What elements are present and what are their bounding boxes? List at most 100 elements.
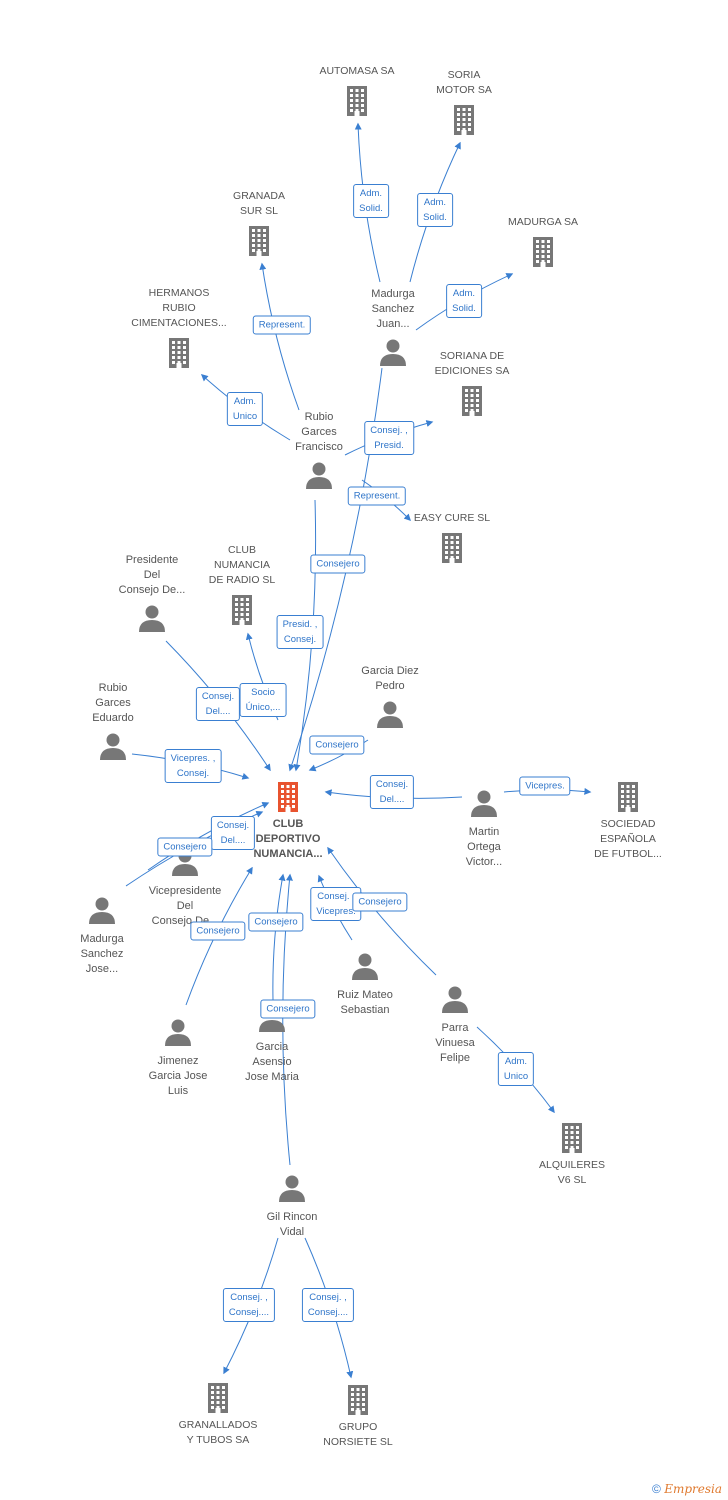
role-badge[interactable]: Vicepres. , Consej.	[164, 749, 222, 783]
role-badge[interactable]: Consejero	[157, 837, 213, 857]
role-badge[interactable]: Consej. Del....	[195, 687, 241, 721]
copyright-icon: ©	[652, 1482, 661, 1496]
node-label: SORIANA DE EDICIONES SA	[434, 350, 510, 377]
role-badge[interactable]: Adm. Solid.	[353, 184, 389, 218]
node-label: SOCIEDAD ESPAÑOLA DE FUTBOL...	[594, 818, 662, 860]
role-badge[interactable]: Vicepres.	[519, 776, 571, 796]
node-label: Garcia Asensio Jose Maria	[245, 1041, 299, 1083]
node-label: GRANADA SUR SL	[233, 190, 285, 217]
node-hermanos_rubio[interactable]: HERMANOS RUBIO CIMENTACIONES...	[109, 286, 249, 331]
role-badge[interactable]: Adm. Unico	[226, 392, 264, 426]
relation-edge-18	[272, 873, 286, 1001]
role-badge[interactable]: Presid. , Consej.	[276, 615, 324, 649]
person-icon-gil[interactable]	[277, 1174, 307, 1207]
person-icon-madurga_jose[interactable]	[87, 896, 117, 929]
building-icon-easy_cure[interactable]	[437, 532, 467, 569]
node-label: Presidente Del Consejo De...	[118, 554, 186, 596]
node-easy_cure[interactable]: EASY CURE SL	[382, 511, 522, 526]
person-icon-jimenez[interactable]	[163, 1018, 193, 1051]
node-norsiete[interactable]: GRUPO NORSIETE SL	[288, 1420, 428, 1450]
role-badge[interactable]: Consej. Del....	[369, 775, 415, 809]
role-badge[interactable]: Represent.	[252, 315, 312, 335]
person-icon-parra[interactable]	[440, 985, 470, 1018]
relation-edge-16	[147, 802, 270, 871]
building-icon-radio[interactable]	[227, 594, 257, 631]
building-icon-sociedad_esp[interactable]	[613, 781, 643, 818]
node-ruiz[interactable]: Ruiz Mateo Sebastian	[295, 988, 435, 1018]
person-icon-garcia_diez[interactable]	[375, 700, 405, 733]
node-madurga_sa[interactable]: MADURGA SA	[473, 215, 613, 230]
person-icon-martin[interactable]	[469, 789, 499, 822]
node-martin[interactable]: Martin Ortega Victor...	[414, 825, 554, 870]
person-icon-madurga_juan[interactable]	[378, 338, 408, 371]
role-badge[interactable]: Socio Único,...	[239, 683, 287, 717]
role-badge[interactable]: Consejero	[190, 921, 246, 941]
node-madurga_juan[interactable]: Madurga Sanchez Juan...	[323, 287, 463, 332]
node-label: Madurga Sanchez Juan...	[371, 288, 415, 330]
node-alquileres[interactable]: ALQUILERES V6 SL	[502, 1158, 642, 1188]
node-jimenez[interactable]: Jimenez Garcia Jose Luis	[108, 1054, 248, 1099]
node-gil[interactable]: Gil Rincon Vidal	[222, 1210, 362, 1240]
node-granada_sur[interactable]: GRANADA SUR SL	[189, 189, 329, 219]
node-parra[interactable]: Parra Vinuesa Felipe	[385, 1021, 525, 1066]
node-garcia_asensio[interactable]: Garcia Asensio Jose Maria	[202, 1040, 342, 1085]
node-rubio_eduardo[interactable]: Rubio Garces Eduardo	[43, 681, 183, 726]
person-icon-rubio_eduardo[interactable]	[98, 732, 128, 765]
node-presidente[interactable]: Presidente Del Consejo De...	[82, 553, 222, 598]
node-automasa[interactable]: AUTOMASA SA	[287, 64, 427, 79]
role-badge[interactable]: Adm. Solid.	[446, 284, 482, 318]
node-garcia_diez[interactable]: Garcia Diez Pedro	[320, 664, 460, 694]
building-icon-center[interactable]	[273, 781, 303, 818]
footer: © Empresia	[652, 1482, 722, 1496]
role-badge[interactable]: Represent.	[347, 486, 407, 506]
role-badge[interactable]: Consejero	[352, 892, 408, 912]
node-label: Martin Ortega Victor...	[465, 826, 503, 868]
building-icon-soriana[interactable]	[457, 385, 487, 422]
role-badge[interactable]: Consejero	[309, 735, 365, 755]
node-label: Ruiz Mateo Sebastian	[337, 989, 393, 1016]
node-label: CLUB DEPORTIVO NUMANCIA...	[253, 818, 323, 860]
building-icon-norsiete[interactable]	[343, 1384, 373, 1421]
role-badge[interactable]: Consejero	[310, 554, 366, 574]
node-label: Jimenez Garcia Jose Luis	[148, 1055, 208, 1097]
person-icon-presidente[interactable]	[137, 604, 167, 637]
node-label: Madurga Sanchez Jose...	[80, 933, 124, 975]
relation-edge-3	[259, 262, 300, 411]
node-label: CLUB NUMANCIA DE RADIO SL	[208, 544, 276, 586]
node-madurga_jose[interactable]: Madurga Sanchez Jose...	[32, 932, 172, 977]
node-rubio_francisco[interactable]: Rubio Garces Francisco	[249, 410, 389, 455]
node-soria_motor[interactable]: SORIA MOTOR SA	[394, 68, 534, 98]
building-icon-granallados[interactable]	[203, 1382, 233, 1419]
role-badge[interactable]: Consej. , Presid.	[364, 421, 414, 455]
building-icon-hermanos_rubio[interactable]	[164, 337, 194, 374]
person-icon-rubio_francisco[interactable]	[304, 461, 334, 494]
node-label: Rubio Garces Eduardo	[92, 682, 134, 724]
building-icon-granada_sur[interactable]	[244, 225, 274, 262]
building-icon-madurga_sa[interactable]	[528, 236, 558, 273]
role-badge[interactable]: Adm. Solid.	[417, 193, 453, 227]
node-granallados[interactable]: GRANALLADOS Y TUBOS SA	[148, 1418, 288, 1448]
role-badge[interactable]: Consej. , Consej....	[222, 1288, 276, 1322]
relation-edge-20	[327, 846, 437, 976]
node-sociedad_esp[interactable]: SOCIEDAD ESPAÑOLA DE FUTBOL...	[558, 817, 698, 862]
building-icon-soria_motor[interactable]	[449, 104, 479, 141]
node-label: Garcia Diez Pedro	[361, 665, 419, 692]
building-icon-alquileres[interactable]	[557, 1122, 587, 1159]
node-center[interactable]: CLUB DEPORTIVO NUMANCIA...	[218, 817, 358, 862]
person-icon-ruiz[interactable]	[350, 952, 380, 985]
node-radio[interactable]: CLUB NUMANCIA DE RADIO SL	[172, 543, 312, 588]
node-soriana[interactable]: SORIANA DE EDICIONES SA	[402, 349, 542, 379]
node-label: Rubio Garces Francisco	[295, 411, 343, 453]
node-label: Gil Rincon Vidal	[266, 1211, 318, 1238]
node-label: SORIA MOTOR SA	[436, 69, 492, 96]
role-badge[interactable]: Consej. Del....	[210, 816, 256, 850]
brand-logo[interactable]: Empresia	[664, 1482, 722, 1496]
building-icon-automasa[interactable]	[342, 85, 372, 122]
role-badge[interactable]: Consejero	[260, 999, 316, 1019]
node-label: AUTOMASA SA	[319, 65, 395, 77]
role-badge[interactable]: Consejero	[248, 912, 304, 932]
role-badge[interactable]: Consej. , Consej....	[301, 1288, 355, 1322]
role-badge[interactable]: Adm. Unico	[497, 1052, 535, 1086]
node-label: EASY CURE SL	[413, 512, 491, 524]
node-label: GRANALLADOS Y TUBOS SA	[178, 1419, 258, 1446]
